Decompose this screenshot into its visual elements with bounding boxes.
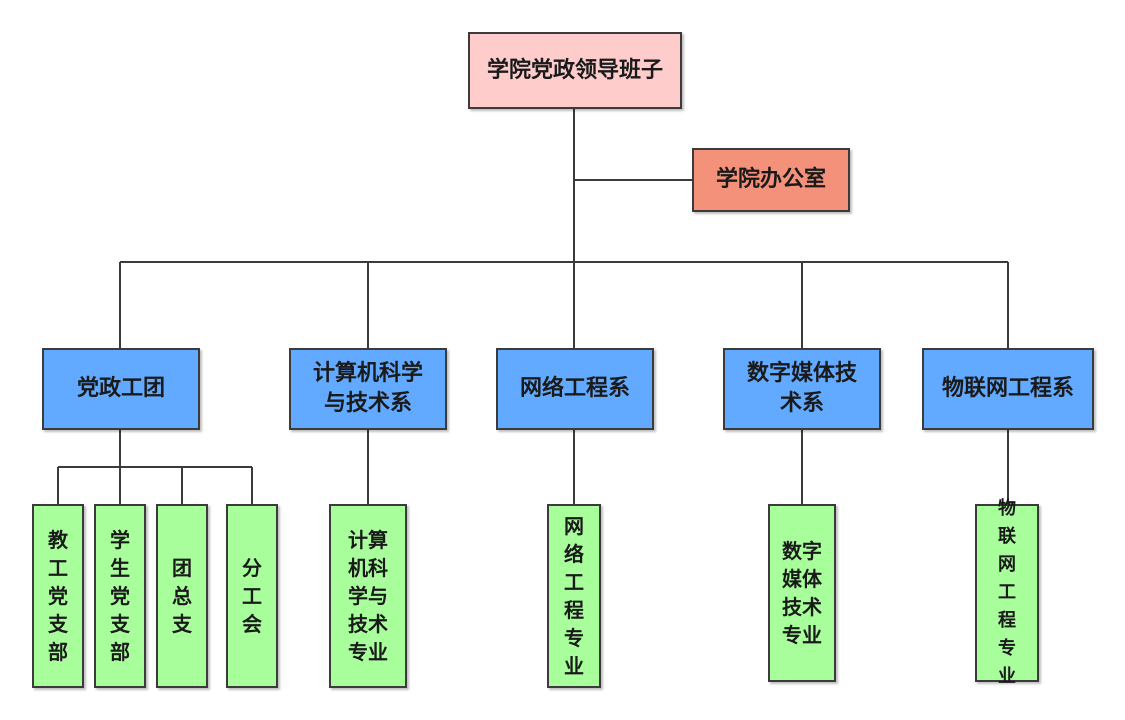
unit-node-labor-union: 分工会 [226,504,278,688]
dept-label: 数字媒体技术系 [746,361,857,416]
major-node-cs: 计算机科学与技术专业 [329,504,407,688]
major-label: 计算机科学与技术专业 [348,528,388,664]
unit-node-student-party: 学生党支部 [94,504,146,688]
major-label: 数字媒体技术专业 [782,539,822,647]
dept-label: 党政工团 [76,376,165,401]
unit-node-staff-party: 教工党支部 [32,504,84,688]
dept-node-media: 数字媒体技术系 [723,348,881,430]
unit-label: 团总支 [172,556,192,636]
major-node-network: 网络工程专业 [547,504,601,688]
unit-label: 分工会 [242,556,262,636]
dept-node-cs: 计算机科学与技术系 [289,348,447,430]
root-node: 学院党政领导班子 [468,32,682,109]
unit-label: 教工党支部 [48,528,68,664]
dept-label: 计算机科学与技术系 [312,361,423,416]
unit-node-youth-league: 团总支 [156,504,208,688]
dept-label: 网络工程系 [519,376,630,401]
major-node-media: 数字媒体技术专业 [768,504,836,682]
dept-node-network: 网络工程系 [496,348,654,430]
dept-node-iot: 物联网工程系 [922,348,1094,430]
dept-node-party: 党政工团 [42,348,200,430]
office-node: 学院办公室 [692,148,850,212]
major-node-iot: 物联网工程专业 [975,498,1039,687]
dept-label: 物联网工程系 [941,376,1074,401]
major-label: 物联网工程专业 [998,498,1016,687]
unit-label: 学生党支部 [110,528,130,664]
major-label: 网络工程专业 [564,514,584,678]
